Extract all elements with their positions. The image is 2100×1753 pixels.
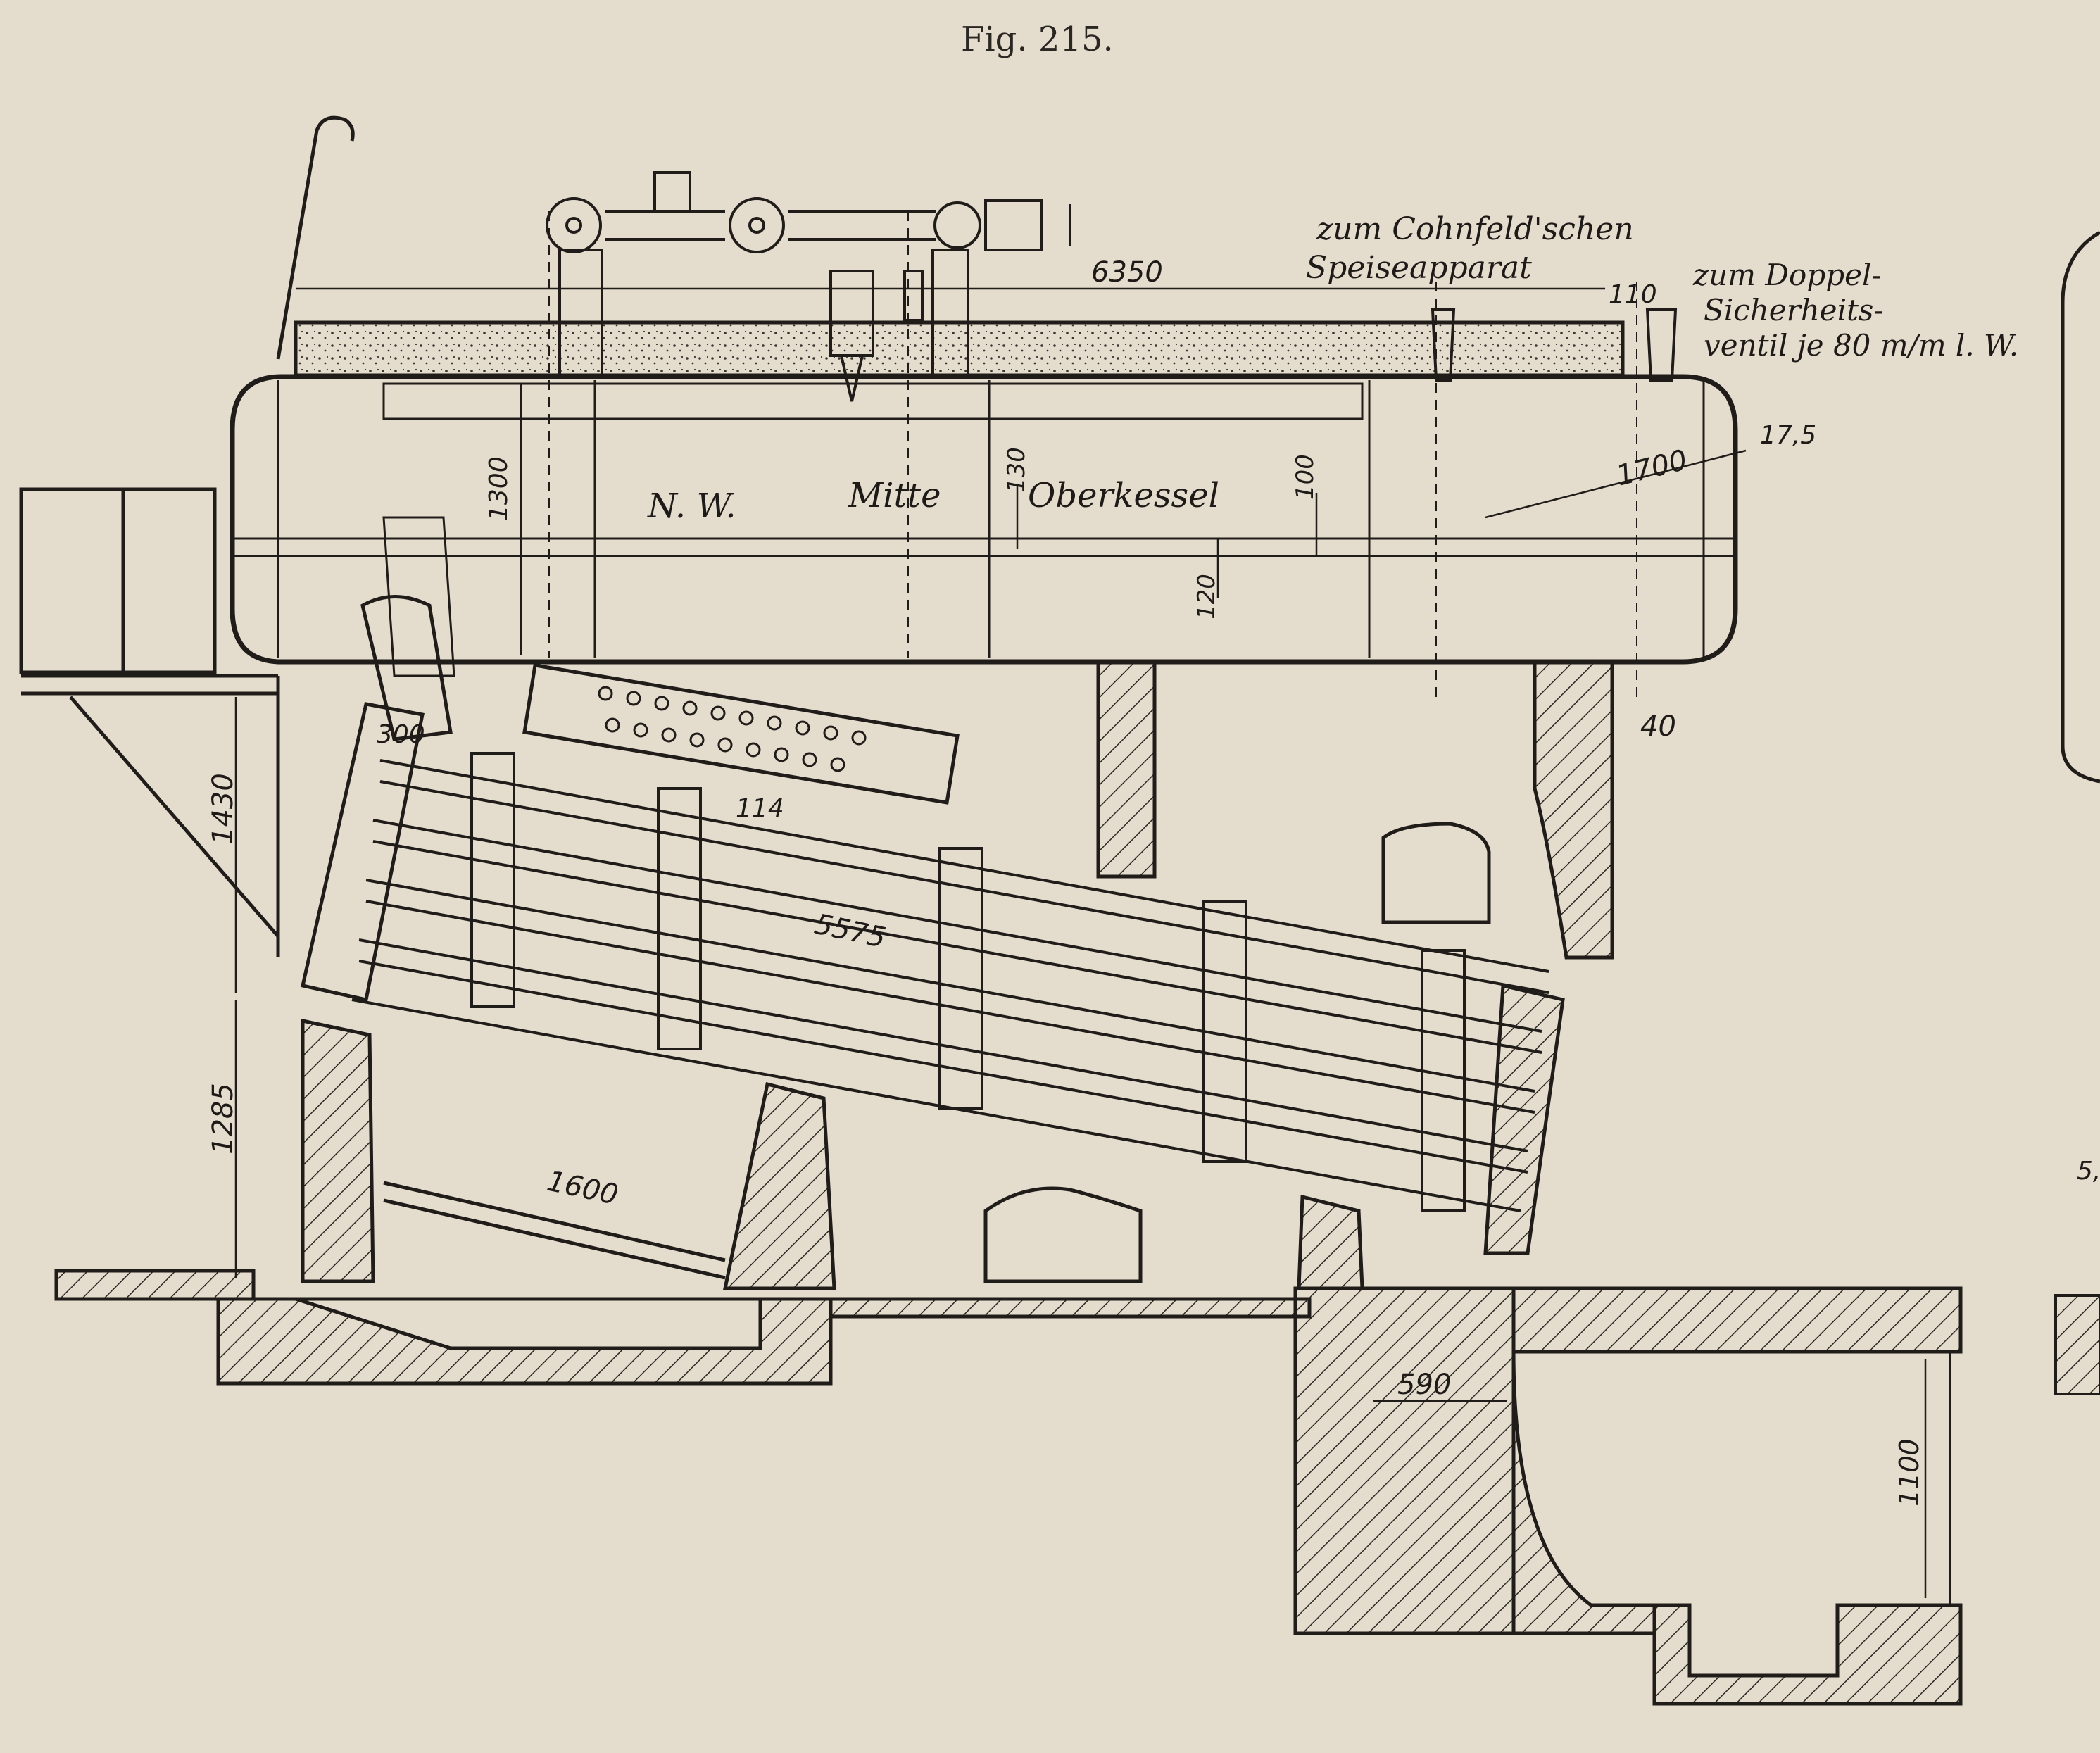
- label-safety-valve-1: zum Doppel-: [1692, 258, 1882, 292]
- firing-door: [983, 822, 1491, 1283]
- perforated-plate: [522, 663, 960, 805]
- brickwork: [301, 660, 1614, 1290]
- label-safety-valve-3: ventil je 80 m/m l. W.: [1704, 328, 2018, 363]
- dim-40: 40: [1640, 710, 1676, 743]
- tube-supports: [470, 752, 1466, 1212]
- foundation: [54, 1269, 1963, 1706]
- dim-120: 120: [1193, 574, 1221, 620]
- label-feed-apparatus-2: Speiseapparat: [1306, 250, 1532, 286]
- side-foundation-fragment: [2054, 1294, 2100, 1395]
- dim-114: 114: [736, 794, 784, 823]
- dim-590: 590: [1397, 1369, 1451, 1401]
- front-header: [301, 516, 455, 1002]
- dim-100: 100: [1291, 454, 1319, 500]
- label-upper-drum: Oberkessel: [1028, 476, 1219, 515]
- dim-5575: 5575: [812, 908, 888, 955]
- dim-110: 110: [1609, 280, 1657, 309]
- dim-6350: 6350: [1091, 256, 1163, 289]
- dim-1700: 1700: [1613, 444, 1690, 492]
- figure-caption: Fig. 215.: [961, 20, 1114, 59]
- dim-1100: 1100: [1894, 1438, 1925, 1507]
- dim-1600: 1600: [544, 1165, 621, 1212]
- feed-nozzle: [1431, 308, 1678, 382]
- dim-1300: 1300: [484, 456, 513, 521]
- hook-rod: [276, 115, 355, 360]
- label-safety-valve-2: Sicherheits-: [1704, 293, 1884, 327]
- dim-17-5: 17,5: [1760, 421, 1816, 450]
- dim-130: 130: [1002, 447, 1031, 493]
- tube-bundle: [351, 759, 1549, 1212]
- dim-edge-fragment: 5,: [2077, 1157, 2100, 1186]
- upper-drum: [230, 211, 1738, 704]
- label-middle: Mitte: [848, 476, 941, 515]
- dim-300: 300: [377, 720, 425, 749]
- dim-1285: 1285: [207, 1083, 239, 1155]
- side-view-fragment: [2061, 230, 2100, 784]
- label-water-level: N. W.: [647, 486, 736, 526]
- grate: [383, 1181, 726, 1280]
- front-platform: [19, 487, 280, 957]
- dimension-lines: [234, 287, 1927, 1598]
- dim-1430: 1430: [207, 773, 239, 845]
- steam-valve-assembly: [546, 171, 1071, 402]
- label-feed-apparatus-1: zum Cohnfeld'schen: [1316, 211, 1634, 247]
